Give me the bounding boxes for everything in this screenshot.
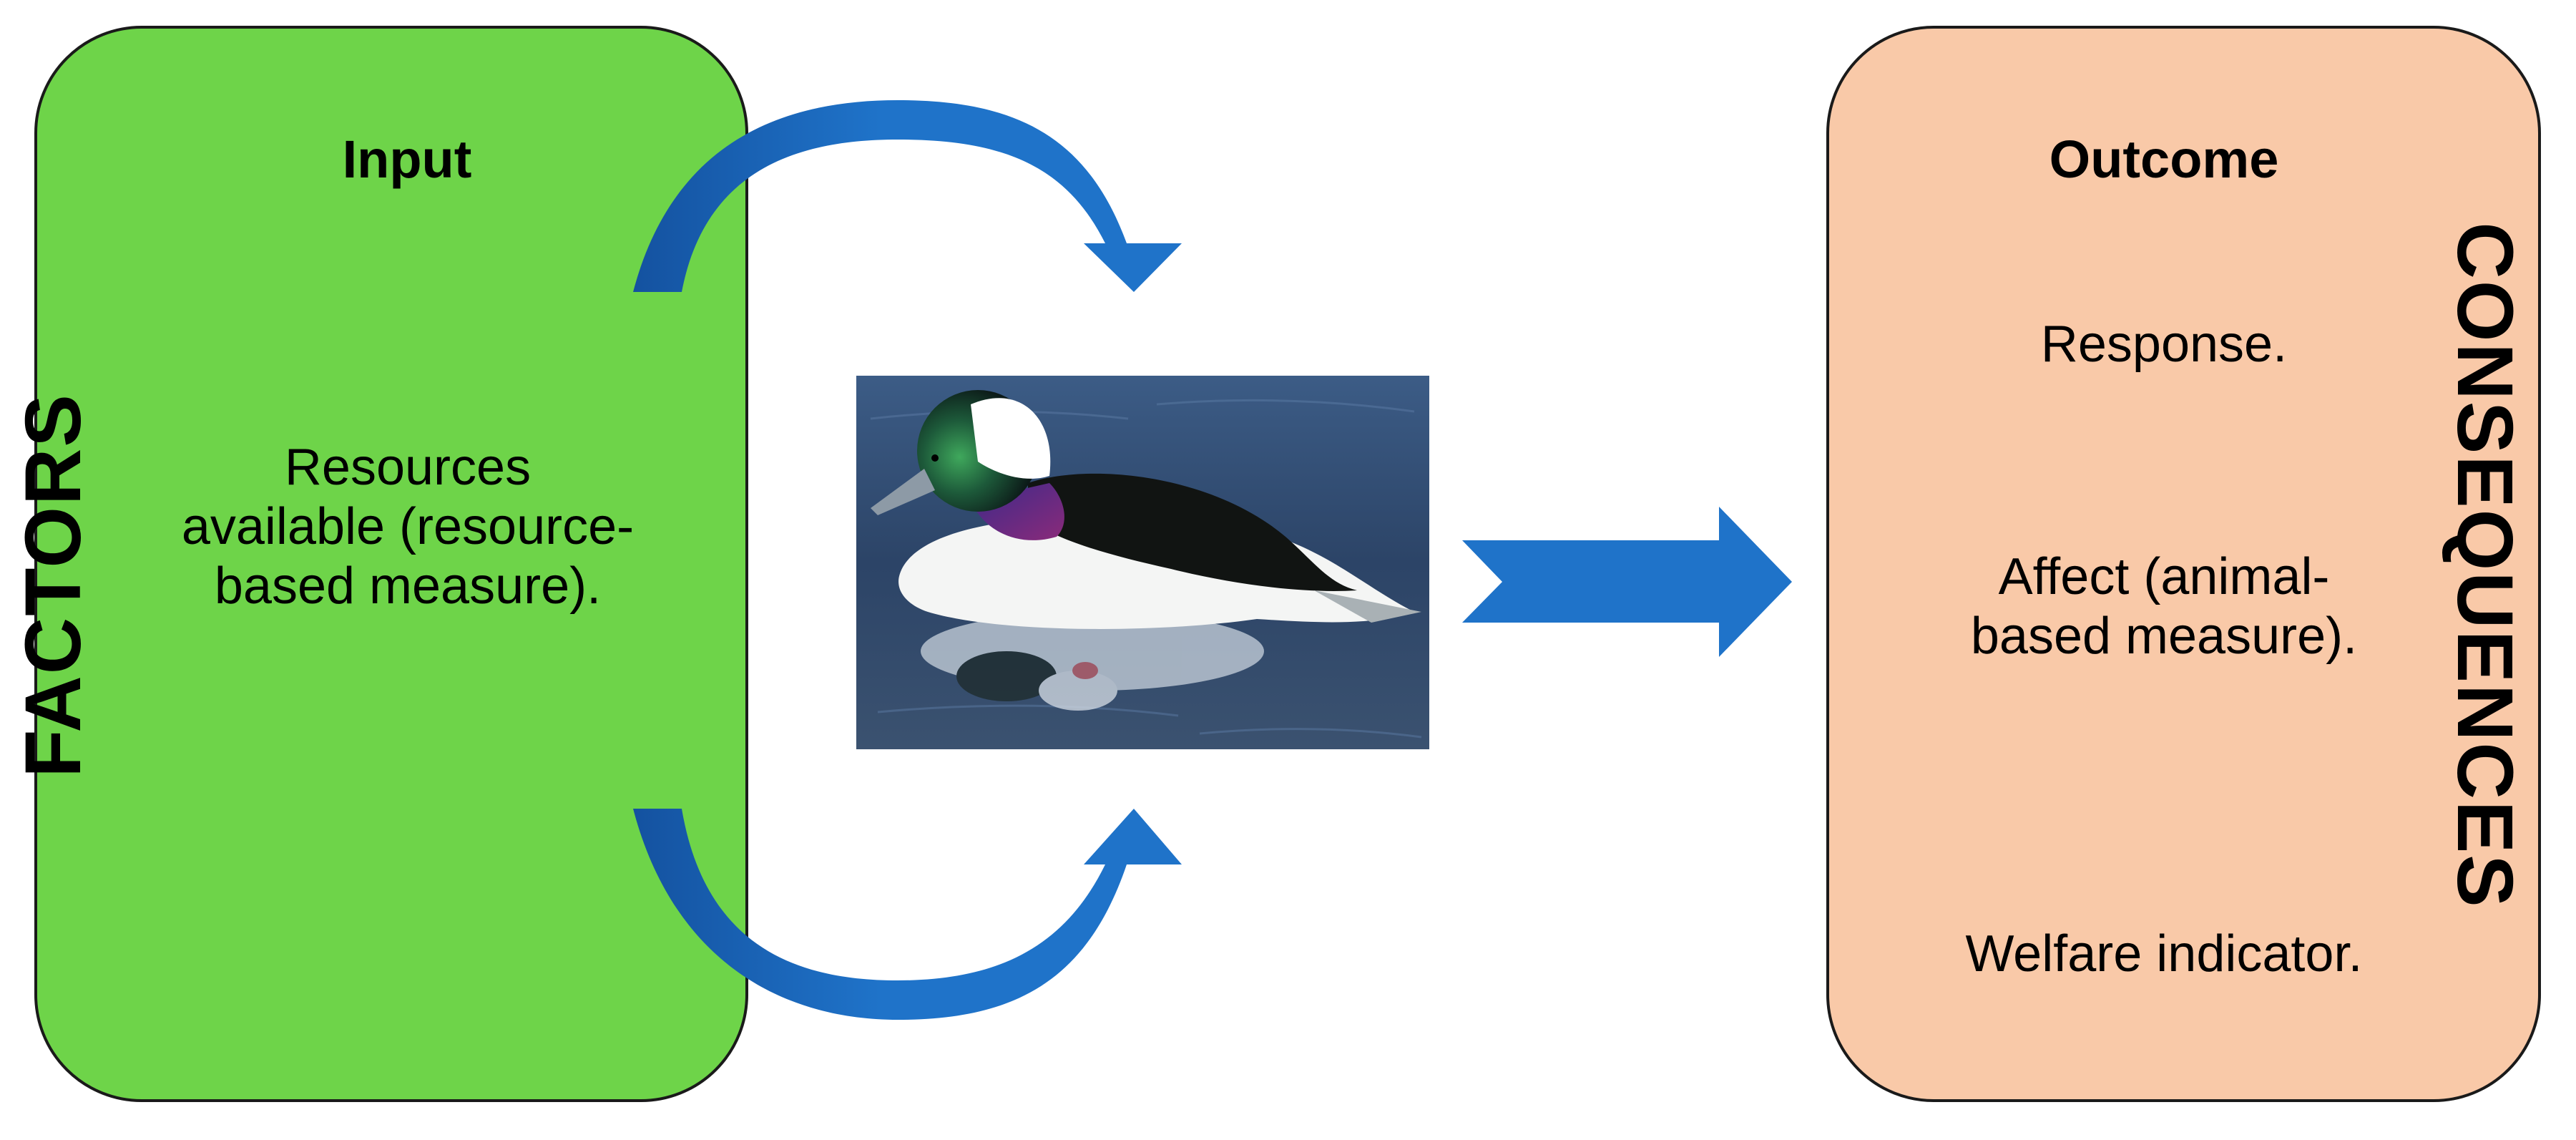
- affect-text: Affect (animal-based measure).: [1970, 548, 2358, 665]
- factors-panel: [34, 26, 748, 1102]
- resources-available-text: Resources available (resource-based meas…: [181, 439, 635, 615]
- duck-body: [898, 473, 1421, 629]
- duck-reflection: [921, 612, 1264, 711]
- response-text: Response.: [2040, 316, 2288, 373]
- duck-head: [871, 390, 1064, 540]
- duck-photo: [856, 376, 1429, 749]
- right-arrow: [1462, 507, 1792, 657]
- bottom-curved-arrow: [633, 809, 1182, 1020]
- input-heading: Input: [342, 130, 472, 189]
- outcome-heading: Outcome: [2049, 130, 2279, 189]
- top-curved-arrow: [633, 100, 1182, 292]
- welfare-indicator-text: Welfare indicator.: [1965, 925, 2363, 983]
- consequences-panel: [1826, 26, 2541, 1102]
